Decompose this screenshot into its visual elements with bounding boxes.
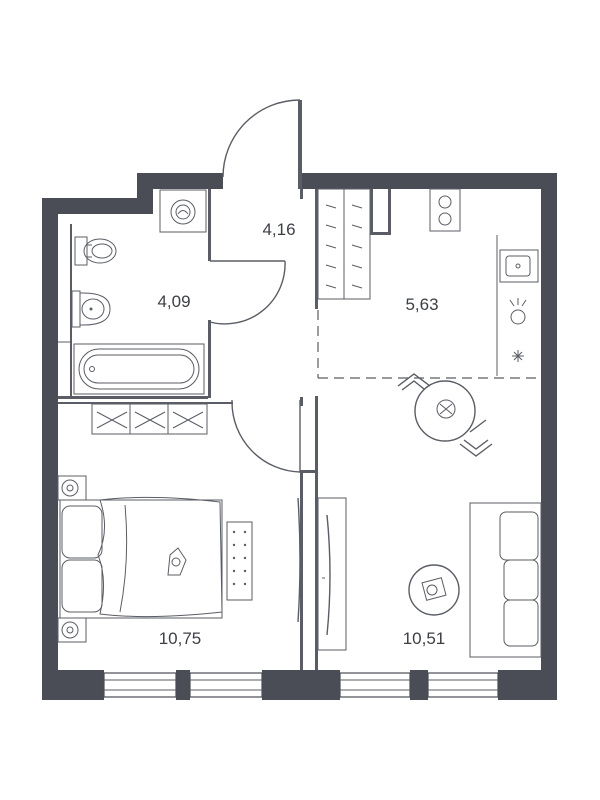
windows: [103, 672, 499, 698]
toilet-icon: [74, 236, 117, 266]
bedroom-wardrobe: [91, 403, 208, 435]
kitchen-area-label: 5,63: [405, 295, 438, 314]
hall-wardrobe: [317, 188, 371, 300]
bathroom-area-label: 4,09: [157, 292, 190, 311]
bathtub-icon: [73, 343, 205, 395]
living-area-label: 10,51: [403, 629, 446, 648]
bedroom-area-label: 10,75: [159, 629, 202, 648]
nightstand-bottom-icon: [57, 617, 87, 643]
bedroom-mirror: [297, 497, 301, 623]
snowflake-icon: [512, 350, 524, 362]
window-bedroom-right: [189, 672, 263, 698]
bathroom-door[interactable]: [209, 260, 286, 325]
kitchen-sink-icon: [499, 249, 539, 283]
nightstand-top-icon: [57, 475, 87, 501]
outer-walls: [42, 173, 557, 700]
hall-area-label: 4,16: [262, 220, 295, 239]
stove-icon: [429, 188, 461, 232]
washing-machine-icon: [159, 189, 207, 233]
entrance-door[interactable]: [222, 99, 302, 189]
sofa-icon: [469, 502, 542, 658]
fridge-icon: [509, 298, 527, 325]
window-living-left: [339, 672, 411, 698]
dining-table-icon: [397, 373, 493, 457]
tv-stand: [317, 497, 347, 651]
window-bedroom-left: [103, 672, 177, 698]
doors: [209, 99, 302, 473]
bedroom-door[interactable]: [231, 400, 301, 473]
double-bed-icon: [59, 496, 223, 619]
coffee-table-icon: [408, 564, 460, 616]
window-living-right: [427, 672, 499, 698]
bench-icon: [226, 521, 253, 601]
interior-walls: [58, 189, 541, 670]
sink-icon: [71, 290, 111, 328]
